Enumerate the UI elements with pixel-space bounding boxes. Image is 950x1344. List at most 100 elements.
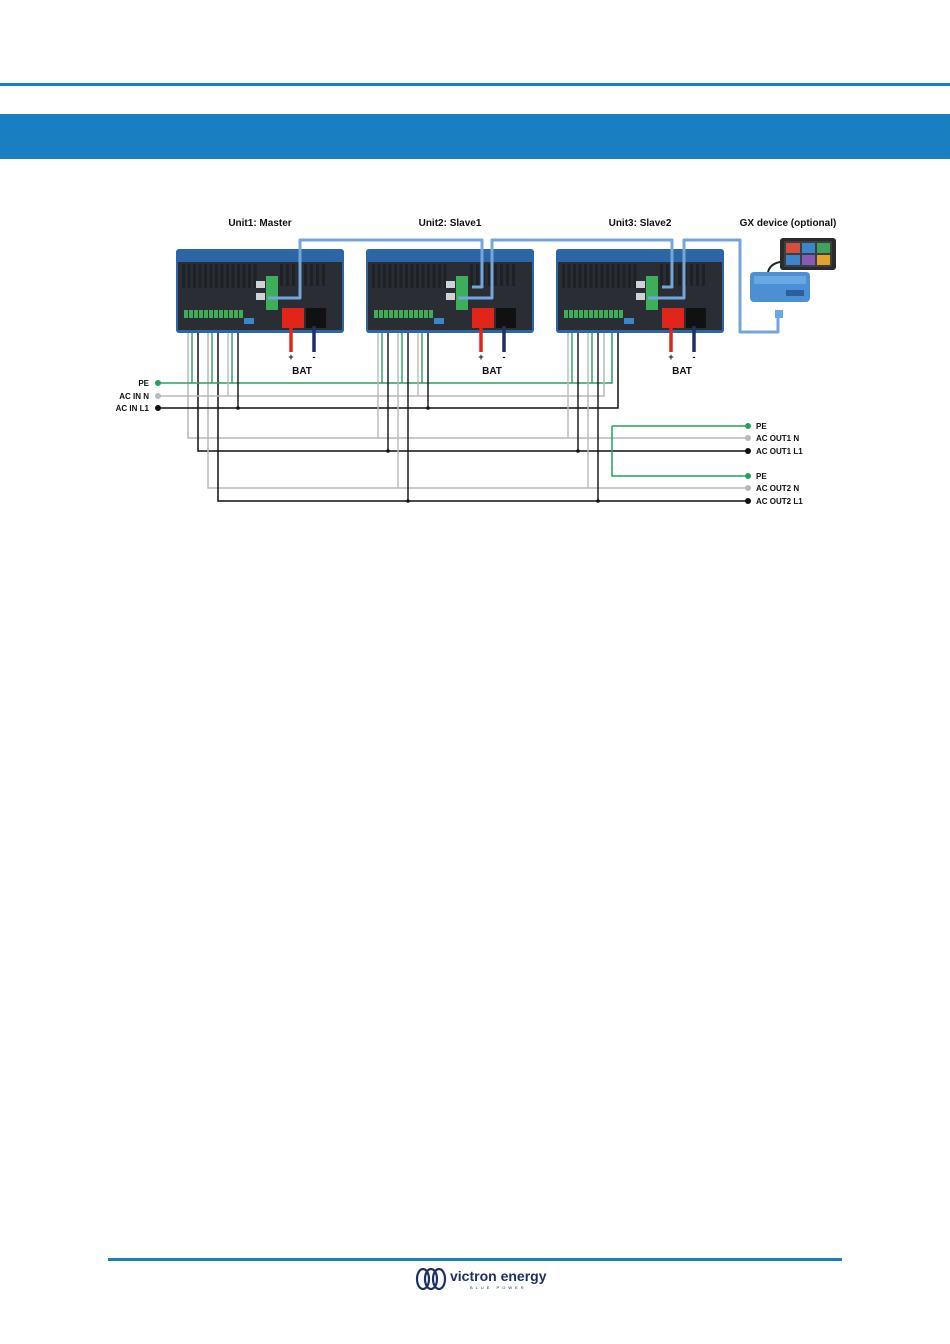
heatsink-fin — [470, 264, 473, 286]
ac-terminal — [389, 310, 393, 318]
vebus-port-2 — [446, 293, 455, 300]
heatsink-fin — [215, 264, 218, 288]
ac-in-l1-label: AC IN L1 — [116, 404, 150, 413]
heatsink-fin — [422, 264, 425, 288]
heatsink-fin — [568, 264, 571, 288]
heatsink-fin — [378, 264, 381, 288]
heatsink-fin — [595, 264, 598, 288]
bat-minus-post — [496, 308, 516, 328]
heatsink-fin — [226, 264, 229, 288]
ac-terminal — [414, 310, 418, 318]
unit3-bat-plus: + — [668, 352, 673, 362]
heatsink-fin — [606, 264, 609, 288]
heatsink-fin — [562, 264, 565, 288]
heatsink-fin — [601, 264, 604, 288]
heatsink-fin — [584, 264, 587, 288]
unit3-bat-label: BAT — [672, 366, 692, 377]
heatsink-fin — [476, 264, 479, 286]
unit2-bat-plus: + — [478, 352, 483, 362]
ac-terminal — [229, 310, 233, 318]
ac-terminal — [194, 310, 198, 318]
ac-terminal — [619, 310, 623, 318]
heatsink-fin — [628, 264, 631, 288]
ac-terminal — [614, 310, 618, 318]
heatsink-fin — [243, 264, 246, 288]
heatsink-fin — [416, 264, 419, 288]
vebus-port-1 — [446, 281, 455, 288]
heatsink-fin — [617, 264, 620, 288]
usb-port — [244, 318, 254, 324]
heatsink-fin — [322, 264, 325, 286]
bat-minus-post — [686, 308, 706, 328]
unit3-bat-minus: - — [693, 352, 696, 362]
heatsink-fin — [237, 264, 240, 288]
ac-terminal — [409, 310, 413, 318]
heatsink-fin — [389, 264, 392, 288]
bat-minus-post — [306, 308, 326, 328]
terminal-dots — [155, 380, 751, 504]
bat-plus-post — [472, 308, 494, 328]
gx-device-title: GX device (optional) — [740, 218, 837, 229]
ac-terminal — [394, 310, 398, 318]
heatsink-fin — [316, 264, 319, 286]
ac-terminal — [599, 310, 603, 318]
unit2-bat-minus: - — [503, 352, 506, 362]
unit1-title: Unit1: Master — [228, 218, 291, 229]
heatsink-fin — [696, 264, 699, 286]
ac-terminal — [399, 310, 403, 318]
gx-device — [750, 238, 836, 318]
ac-terminal — [189, 310, 193, 318]
heatsink-fin — [690, 264, 693, 286]
unit1-bat-label: BAT — [292, 366, 312, 377]
heatsink-fin — [678, 264, 681, 286]
ac-terminal — [374, 310, 378, 318]
ac-terminal — [234, 310, 238, 318]
heatsink-fin — [232, 264, 235, 288]
ac-terminal — [609, 310, 613, 318]
heatsink-fin — [204, 264, 207, 288]
inverter-unit-1 — [176, 249, 344, 352]
heatsink-fin — [193, 264, 196, 288]
ac-terminal — [584, 310, 588, 318]
victron-logo-icon — [414, 1266, 448, 1292]
heatsink-fin — [427, 264, 430, 288]
heatsink-fin — [666, 264, 669, 286]
ac-terminal — [219, 310, 223, 318]
ac-out2-l1-label: AC OUT2 L1 — [756, 497, 803, 506]
heatsink-fin — [494, 264, 497, 286]
heatsink-fin — [579, 264, 582, 288]
ac-out2-pe-label: PE — [756, 472, 767, 481]
control-terminal — [456, 276, 468, 310]
heatsink-fin — [438, 264, 441, 288]
usb-port — [624, 318, 634, 324]
ac-in-pe-label: PE — [138, 379, 149, 388]
ac-terminal — [574, 310, 578, 318]
unit1-bat-plus: + — [288, 352, 293, 362]
ac-terminal — [569, 310, 573, 318]
victron-logo: victron energy BLUE POWER — [414, 1266, 544, 1294]
ac-terminal — [239, 310, 243, 318]
heatsink-fin — [702, 264, 705, 286]
unit2-title: Unit2: Slave1 — [419, 218, 482, 229]
heatsink-fin — [310, 264, 313, 286]
heatsink-fin — [372, 264, 375, 288]
vebus-port-1 — [256, 281, 265, 288]
heatsink-fin — [304, 264, 307, 286]
heatsink-fin — [612, 264, 615, 288]
heatsink-fin — [400, 264, 403, 288]
ac-out2-n-label: AC OUT2 N — [756, 484, 799, 493]
heatsink-fin — [188, 264, 191, 288]
inverter-units — [176, 249, 724, 352]
heatsink-fin — [405, 264, 408, 288]
ac-terminal — [604, 310, 608, 318]
ac-terminal — [384, 310, 388, 318]
heatsink-fin — [292, 264, 295, 286]
heatsink-fin — [660, 264, 663, 286]
ac-terminal — [204, 310, 208, 318]
heatsink-fin — [248, 264, 251, 288]
ac-terminal — [579, 310, 583, 318]
heatsink-fin — [506, 264, 509, 286]
heatsink-fin — [500, 264, 503, 286]
vebus-port-1 — [636, 281, 645, 288]
heatsink-fin — [394, 264, 397, 288]
